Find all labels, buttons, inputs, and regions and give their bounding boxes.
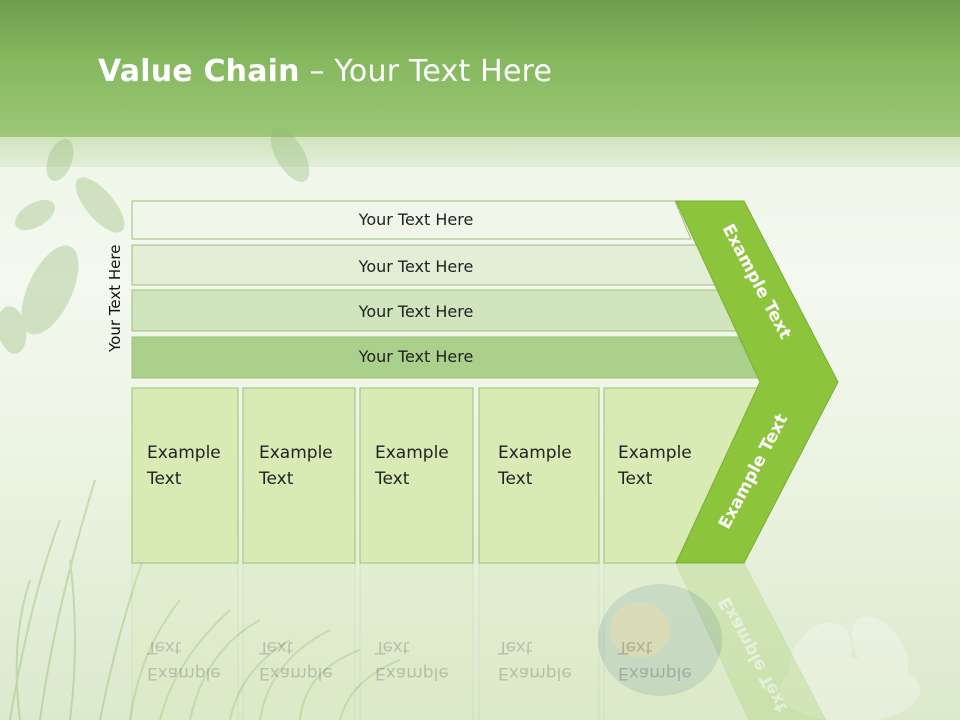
reflection-column-3-line2: Text: [374, 637, 410, 657]
column-5-line1: Example: [618, 443, 692, 463]
title-bold: Value Chain: [98, 54, 300, 89]
row-1-label: Your Text Here: [358, 210, 474, 229]
reflection-column-1-line1: Example: [147, 663, 221, 683]
column-3-line1: Example: [375, 443, 449, 463]
column-4-shape: [478, 387, 600, 564]
column-1-line2: Text: [146, 469, 182, 489]
column-1-line1: Example: [147, 443, 221, 463]
row-1-shape: [131, 200, 692, 240]
row-3-label: Your Text Here: [358, 302, 474, 321]
reflection: Example Text Example Text Example Text E…: [131, 562, 827, 720]
row-group: Your Text Here Your Text Here Your Text …: [131, 200, 765, 379]
chevron-shape: [675, 200, 839, 564]
reflection-column-2-line2: Text: [258, 637, 294, 657]
column-2-line2: Text: [258, 469, 294, 489]
column-2-shape: [242, 387, 356, 564]
header-band: [0, 137, 960, 167]
title-rest: – Your Text Here: [299, 54, 553, 89]
column-group: Example Text Example Text Example Text E…: [131, 387, 761, 564]
reflection-column-5-line2: Text: [617, 637, 653, 657]
reflection-column-2-line1: Example: [259, 663, 333, 683]
column-4-line1: Example: [498, 443, 572, 463]
column-3-line2: Text: [374, 469, 410, 489]
reflection-column-3-line1: Example: [375, 663, 449, 683]
column-5-line2: Text: [617, 469, 653, 489]
column-4-line2: Text: [497, 469, 533, 489]
page-title: Value Chain – Your Text Here: [98, 54, 552, 89]
column-2-line1: Example: [259, 443, 333, 463]
column-3-shape: [359, 387, 474, 564]
row-2-label: Your Text Here: [358, 257, 474, 276]
chevron-arrow: Example Text Example Text: [675, 200, 839, 564]
row-4-label: Your Text Here: [358, 347, 474, 366]
reflection-column-4-line2: Text: [497, 637, 533, 657]
reflection-column-4-line1: Example: [498, 663, 572, 683]
reflection-column-1-line2: Text: [146, 637, 182, 657]
column-1-shape: [131, 387, 239, 564]
header-bar: [0, 0, 960, 137]
reflection-column-5-line1: Example: [618, 663, 692, 683]
